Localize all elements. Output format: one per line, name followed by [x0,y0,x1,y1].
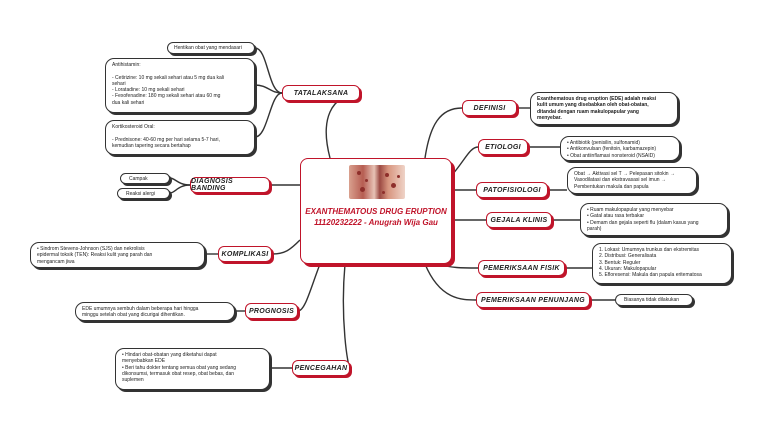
note-pencegahan: • Hindari obat-obatan yang diketahui dap… [115,348,270,390]
note-tatalaksana-kortikosteroid: Kortikosteroid Oral: - Prednisone: 40-60… [105,120,255,155]
central-title-line-2: ERUPTION [405,207,446,216]
topic-komplikasi[interactable]: KOMPLIKASI [218,246,272,262]
topic-patofisiologi[interactable]: PATOFISIOLOGI [476,182,548,198]
skin-rash-photo [349,165,405,199]
topic-prognosis[interactable]: PROGNOSIS [245,303,298,319]
note-komplikasi: • Sindrom Stevens-Johnson (SJS) dan nekr… [30,242,205,268]
note-reaksi-alergi: Reaksi alergi [117,188,170,199]
topic-diagnosis-banding[interactable]: DIAGNOSIS BANDING [190,177,270,193]
note-pemeriksaan-fisik: 1. Lokasi: Umumnya trunkus dan ekstremit… [592,243,732,284]
note-patofisiologi: Obat → Aktivasi sel T → Pelepasan sitoki… [567,167,697,194]
note-tatalaksana-antihistamin: Antihistamin: - Cetirizine: 10 mg sekali… [105,58,255,113]
note-gejala-klinis: • Ruam makulopapular yang menyebar • Gat… [580,203,728,236]
central-author: 11120232222 - Anugrah Wija Gau [314,218,438,227]
topic-tatalaksana[interactable]: TATALAKSANA [282,85,360,101]
central-title-line-1: EXANTHEMATOUS DRUG [305,207,403,216]
topic-etiologi[interactable]: ETIOLOGI [478,139,528,155]
topic-pencegahan[interactable]: PENCEGAHAN [292,360,350,376]
central-title: EXANTHEMATOUS DRUG ERUPTION 11120232222 … [301,207,451,228]
central-node: EXANTHEMATOUS DRUG ERUPTION 11120232222 … [300,158,452,264]
note-campak: Campak [120,173,170,184]
topic-pemeriksaan-fisik[interactable]: PEMERIKSAAN FISIK [478,260,565,276]
note-etiologi: • Antibiotik (penisilin, sulfonamid) • A… [560,136,680,161]
note-pemeriksaan-penunjang: Biasanya tidak dilakukan [615,294,693,306]
note-definisi: Exanthematous drug eruption (EDE) adalah… [530,92,678,125]
topic-pemeriksaan-penunjang[interactable]: PEMERIKSAAN PENUNJANG [476,292,590,308]
topic-gejala-klinis[interactable]: GEJALA KLINIS [486,212,552,228]
note-tatalaksana-stop-drug: Hentikan obat yang mendasari [167,42,255,54]
topic-definisi[interactable]: DEFINISI [462,100,517,116]
note-prognosis: EDE umumnya sembuh dalam beberapa hari h… [75,302,235,321]
